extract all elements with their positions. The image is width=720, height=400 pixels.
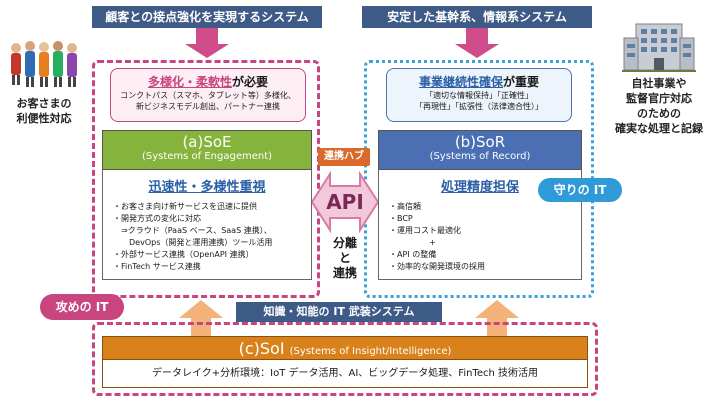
sor-title: (b)SoR xyxy=(454,133,506,151)
sor-down-arrow-stem xyxy=(466,28,488,44)
defense-it-badge: 守りの IT xyxy=(538,178,622,202)
sor-top-banner: 安定した基幹系、情報系システム xyxy=(362,6,592,28)
soe-top-banner: 顧客との接点強化を実現するシステム xyxy=(92,6,322,28)
soi-title: (c)SoI xyxy=(238,339,285,358)
soe-bullet: ・外部サービス連携（OpenAPI 連携） xyxy=(113,250,254,259)
soe-requirement-suffix: が必要 xyxy=(232,75,269,89)
building-icon xyxy=(622,23,696,72)
soe-body-title: 迅速性・多様性重視 xyxy=(148,180,266,195)
sor-requirement-highlight: 事業継続性確保 xyxy=(418,75,503,89)
separation-line: と xyxy=(338,251,351,265)
left-side-text: お客さまの 利便性対応 xyxy=(4,96,84,126)
sor-subtitle: (Systems of Record) xyxy=(429,151,531,162)
soe-bullet: ・お客さま向け新サービスを迅速に提供 xyxy=(113,202,257,211)
sor-bullet-list: ・高信頼 ・BCP ・運用コスト最適化 + ・API の整備 ・効率的な開発環境… xyxy=(379,201,581,273)
sor-requirement-line: 「再現性」「拡張性（法律適合性）」 xyxy=(415,102,543,111)
soe-subtitle: (Systems of Engagement) xyxy=(141,151,273,162)
right-side-line: 確実な処理と記録 xyxy=(615,122,703,135)
soe-requirement-highlight: 多様化・柔軟性 xyxy=(147,75,232,89)
soe-title: (a)SoE xyxy=(182,133,232,151)
sor-bullet: ・高信頼 xyxy=(389,202,421,211)
sor-header: (b)SoR (Systems of Record) xyxy=(378,130,582,170)
sor-bullet: ・運用コスト最適化 xyxy=(389,226,461,235)
separation-line: 分離 xyxy=(332,236,357,250)
soe-down-arrow-stem xyxy=(196,28,218,44)
customers-icon xyxy=(11,41,77,87)
sor-requirement-line: 「適切な情報保持」「正確性」 xyxy=(425,91,533,100)
right-side-line: 監督官庁対応 xyxy=(626,92,692,105)
sor-bullet: ・効率的な開発環境の採用 xyxy=(389,262,485,271)
soi-description: データレイク+分析環境：IoT データ活用、AI、ビッグデータ処理、FinTec… xyxy=(151,368,539,379)
sor-up-arrow-head xyxy=(475,300,519,318)
separation-label: 分離 と 連携 xyxy=(328,236,362,281)
attack-it-badge: 攻めの IT xyxy=(40,294,124,320)
sor-down-arrow-head xyxy=(455,44,499,58)
soe-bullet: ・FinTech サービス連携 xyxy=(113,262,201,271)
left-side-line: お客さまの xyxy=(16,97,72,110)
sor-body-title: 処理精度担保 xyxy=(440,180,519,195)
soi-header: (c)SoI (Systems of Insight/Intelligence) xyxy=(102,336,588,360)
api-label: API xyxy=(326,190,364,214)
soe-bullet: ⇒クラウド（PaaS ベース、SaaS 連携）、 xyxy=(113,226,272,235)
hub-label: 連携ハブ xyxy=(318,148,370,166)
soe-requirement-box: 多様化・柔軟性が必要 コンクトパス（スマホ、タブレット等）多様化、 新ビジネスモ… xyxy=(110,68,306,122)
sor-requirement-suffix: が重要 xyxy=(503,75,540,89)
soe-bullet: ・開発方式の変化に対応 xyxy=(113,214,201,223)
soi-subtitle: (Systems of Insight/Intelligence) xyxy=(289,346,452,357)
sor-bullet: ・BCP xyxy=(389,214,413,223)
soe-header: (a)SoE (Systems of Engagement) xyxy=(102,130,312,170)
sor-requirement-box: 事業継続性確保が重要 「適切な情報保持」「正確性」 「再現性」「拡張性（法律適合… xyxy=(386,68,572,122)
right-side-line: 自社事業や xyxy=(631,77,687,90)
sor-bullet: ・API の整備 xyxy=(389,250,437,259)
soe-up-arrow-head xyxy=(179,300,223,318)
sor-body: 処理精度担保 ・高信頼 ・BCP ・運用コスト最適化 + ・API の整備 ・効… xyxy=(378,170,582,280)
soe-bullet: DevOps（開発と運用連携）ツール活用 xyxy=(113,238,273,247)
left-side-line: 利便性対応 xyxy=(16,112,72,125)
separation-line: 連携 xyxy=(332,266,357,280)
soe-region xyxy=(92,60,320,298)
soe-requirement-line: コンクトパス（スマホ、タブレット等）多様化、 xyxy=(120,91,296,100)
right-side-text: 自社事業や 監督官庁対応 のための 確実な処理と記録 xyxy=(600,76,718,136)
soe-requirement-line: 新ビジネスモデル創出、パートナー連携 xyxy=(136,102,280,111)
sor-bullet: + xyxy=(389,238,436,247)
soe-down-arrow-head xyxy=(185,44,229,58)
soi-region xyxy=(92,322,598,396)
soe-bullet-list: ・お客さま向け新サービスを迅速に提供 ・開発方式の変化に対応 ⇒クラウド（Paa… xyxy=(103,201,311,273)
soi-banner: 知識・知能の IT 武装システム xyxy=(236,302,442,322)
soe-body: 迅速性・多様性重視 ・お客さま向け新サービスを迅速に提供 ・開発方式の変化に対応… xyxy=(102,170,312,280)
right-side-line: のための xyxy=(637,107,681,120)
api-double-arrow xyxy=(312,170,378,234)
soi-body: データレイク+分析環境：IoT データ活用、AI、ビッグデータ処理、FinTec… xyxy=(102,360,588,388)
